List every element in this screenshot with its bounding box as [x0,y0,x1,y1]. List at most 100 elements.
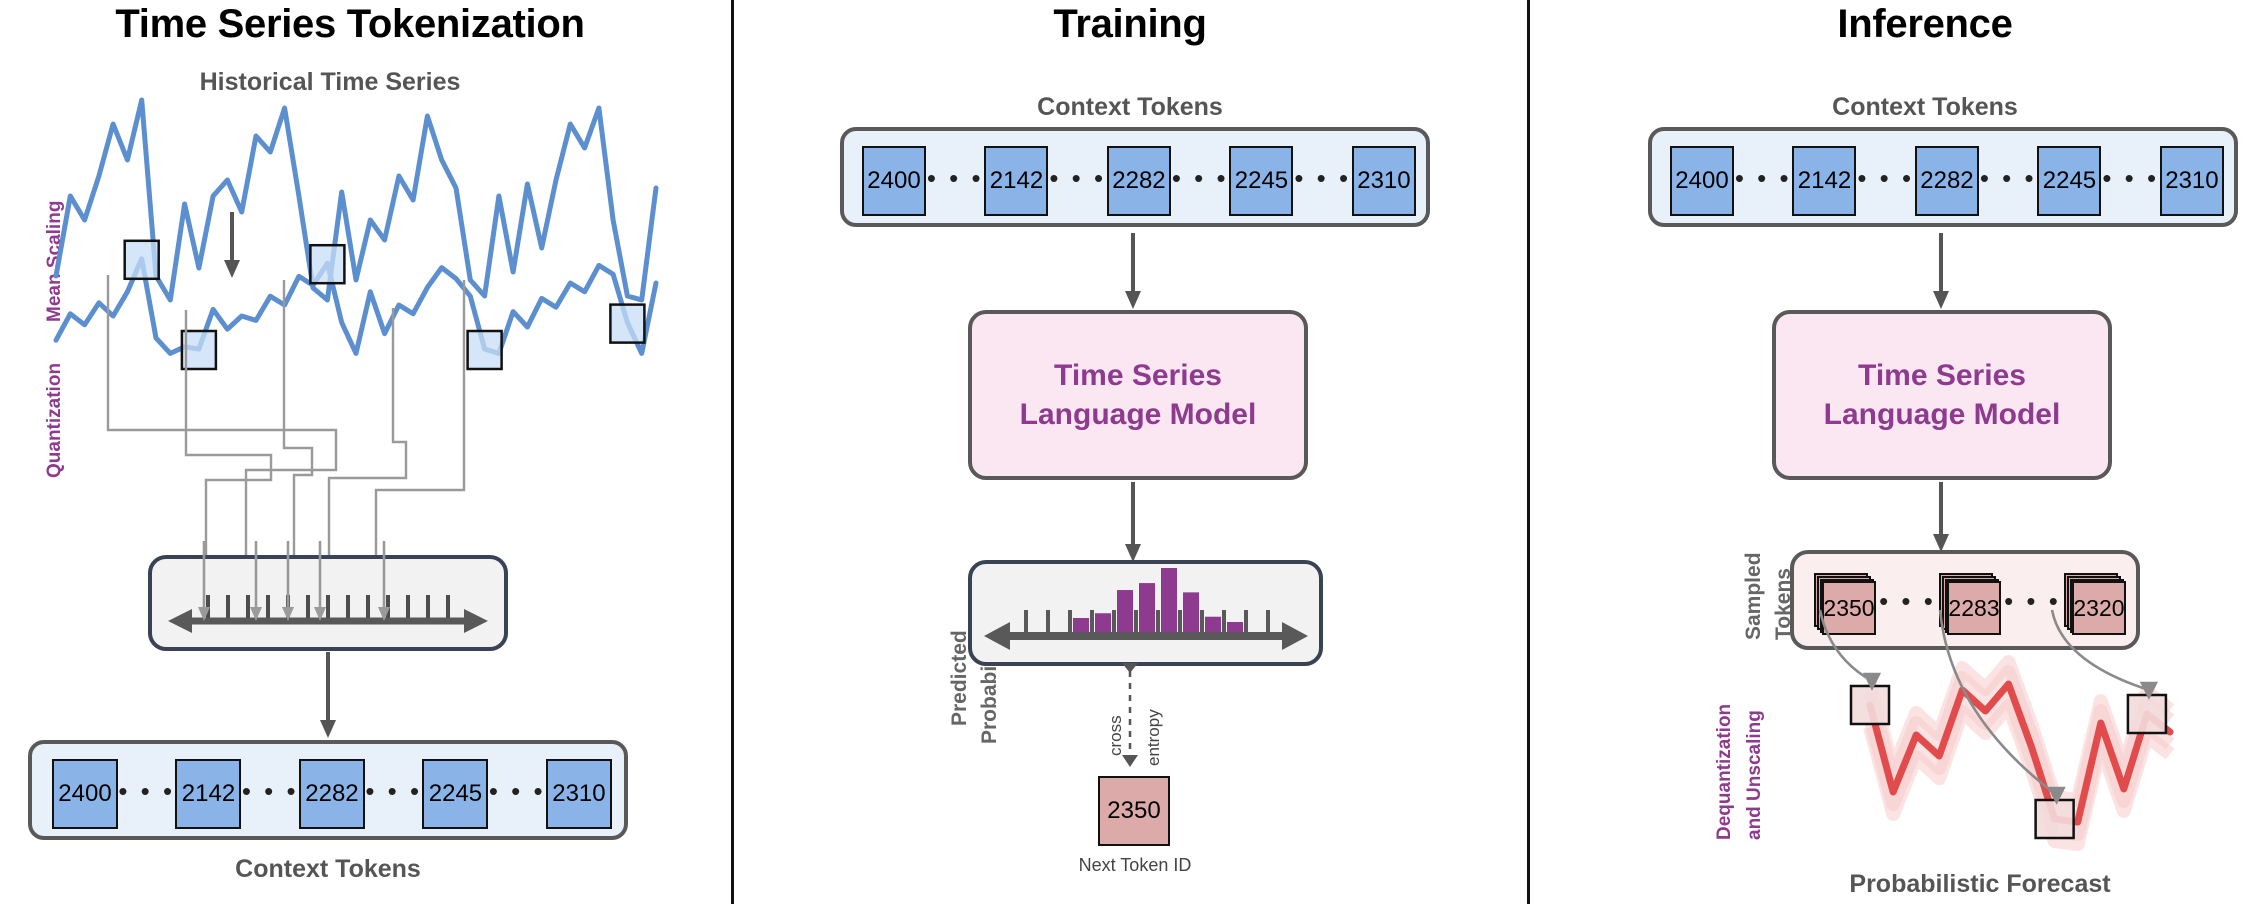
context-tokens-title-middle: Context Tokens [1037,93,1223,121]
time-series-language-model-right[interactable]: Time Series Language Model [1772,310,2112,480]
token-ellipsis-r2: • • • [1979,163,2037,193]
context-token-1[interactable]: 2142 [175,759,242,829]
quantization-marker-0 [123,239,160,281]
quantization-axis [168,541,488,633]
panel-divider-right [1527,0,1530,904]
quantization-marker-1 [180,329,218,371]
arrow-model-to-probs [1125,482,1141,562]
label-entropy: entropy [1144,709,1163,766]
context-token-r2[interactable]: 2282 [1914,146,1979,216]
sampled-tokens-container: 2350 • • • 2283 • • • 2320 [1790,550,2140,650]
context-token-m2[interactable]: 2282 [1106,146,1171,216]
bin-arrow-3 [314,607,326,621]
bin-arrow-4 [378,607,390,621]
predicted-probabilities-chart [984,568,1308,650]
context-token-r1[interactable]: 2142 [1792,146,1857,216]
quantization-connectors [106,275,466,560]
sampled-token-1: 2283 [1946,581,2001,635]
forecast-marker-0 [1849,684,1891,726]
forecast-connector-2 [2050,609,2150,692]
panel-divider-left [731,0,734,904]
predicted-probabilities-box [968,560,1323,666]
context-tokens-container-middle: 2400 • • • 2142 • • • 2282 • • • 2245 • … [840,127,1430,227]
time-series-language-model-middle[interactable]: Time Series Language Model [968,310,1308,480]
quantization-bin-box [148,541,508,651]
token-ellipsis-0: • • • [118,776,176,806]
probabilistic-forecast-chart [1818,609,2175,851]
model-label-line1: Time Series [1054,359,1222,392]
context-token-m1[interactable]: 2142 [984,146,1049,216]
context-tokens-caption-left: Context Tokens [235,855,421,883]
token-ellipsis-r0: • • • [1734,163,1792,193]
token-ellipsis-m3: • • • [1294,163,1352,193]
cross-entropy-connector [1122,663,1138,767]
token-ellipsis-1: • • • [241,776,299,806]
sampled-token-0: 2350 [1822,581,1876,635]
context-token-2[interactable]: 2282 [298,759,365,829]
model-label-line2-right: Language Model [1823,398,2061,431]
context-tokens-title-right: Context Tokens [1832,93,2018,121]
sampled-token-2: 2320 [2071,581,2126,635]
sampled-ellipsis-0: • • • [1879,586,1936,616]
probabilistic-forecast-caption: Probabilistic Forecast [1849,870,2111,898]
forecast-band-3 [1863,699,2175,851]
context-token-m4[interactable]: 2310 [1351,146,1416,216]
context-tokens-container-left: 2400 • • • 2142 • • • 2282 • • • 2245 • … [28,740,628,840]
prob-bar-1 [1117,590,1133,636]
arrow-tokens-to-model-right [1933,233,1949,309]
arrow-model-to-sampled [1933,482,1949,552]
context-tokens-row-right: 2400 • • • 2142 • • • 2282 • • • 2245 • … [1670,145,2224,217]
forecast-marker-1 [2034,798,2075,840]
prob-bar-0 [1095,613,1111,636]
quantization-marker-4 [609,303,646,344]
prob-bar-3 [1161,568,1177,636]
context-tokens-container-right: 2400 • • • 2142 • • • 2282 • • • 2245 • … [1648,127,2238,227]
context-token-3[interactable]: 2245 [422,759,489,829]
token-ellipsis-r1: • • • [1857,163,1915,193]
context-tokens-row-middle: 2400 • • • 2142 • • • 2282 • • • 2245 • … [862,145,1416,217]
prob-bar-4 [1183,592,1199,636]
arrow-tokens-to-model-middle [1125,233,1141,309]
quantization-marker-2 [309,243,346,285]
sampled-token-stack-2[interactable]: 2320 [2063,573,2126,635]
token-ellipsis-r3: • • • [2102,163,2160,193]
model-label-line1-right: Time Series [1858,359,2026,392]
forecast-connector-1 [1938,609,2058,797]
context-token-4[interactable]: 2310 [545,759,612,829]
context-token-r3[interactable]: 2245 [2037,146,2102,216]
forecast-marker-2 [2126,693,2168,735]
sampled-token-stack-0[interactable]: 2350 [1814,573,1876,635]
label-dequantization-2: and Unscaling [1744,710,1765,840]
historical-series-title: Historical Time Series [199,68,461,96]
sampled-tokens-row: 2350 • • • 2283 • • • 2320 [1814,571,2126,637]
quantization-marker-3 [466,329,503,371]
context-tokens-row-left: 2400 • • • 2142 • • • 2282 • • • 2245 • … [52,758,612,830]
token-ellipsis-m1: • • • [1049,163,1107,193]
panel-title-training: Training [1053,2,1207,46]
mean-scaled-series-chart [53,239,659,371]
prob-bar-5 [1205,616,1221,636]
prob-bar-small-0 [1073,618,1089,636]
label-dequantization-1: Dequantization [1714,703,1735,840]
label-cross: cross [1106,715,1125,756]
forecast-band-1 [1863,665,2175,817]
bin-arrow-2 [282,607,294,621]
context-token-r4[interactable]: 2310 [2159,146,2224,216]
bin-arrow-1 [250,607,262,621]
model-label-line2: Language Model [1019,398,1257,431]
context-token-m3[interactable]: 2245 [1229,146,1294,216]
forecast-connector-0 [1818,609,1873,683]
context-token-m0[interactable]: 2400 [862,146,926,216]
context-token-r0[interactable]: 2400 [1670,146,1734,216]
token-ellipsis-m0: • • • [926,163,984,193]
context-token-0[interactable]: 2400 [52,759,118,829]
next-token-id-box[interactable]: 2350 [1098,776,1170,846]
panel-title-tokenization: Time Series Tokenization [115,2,585,46]
token-ellipsis-m2: • • • [1171,163,1229,193]
prob-bar-2 [1139,583,1155,636]
next-token-id-caption: Next Token ID [1078,855,1192,875]
sampled-token-stack-1[interactable]: 2283 [1938,573,2001,635]
bin-arrow-0 [198,607,210,621]
arrow-mean-scaling [224,212,240,278]
